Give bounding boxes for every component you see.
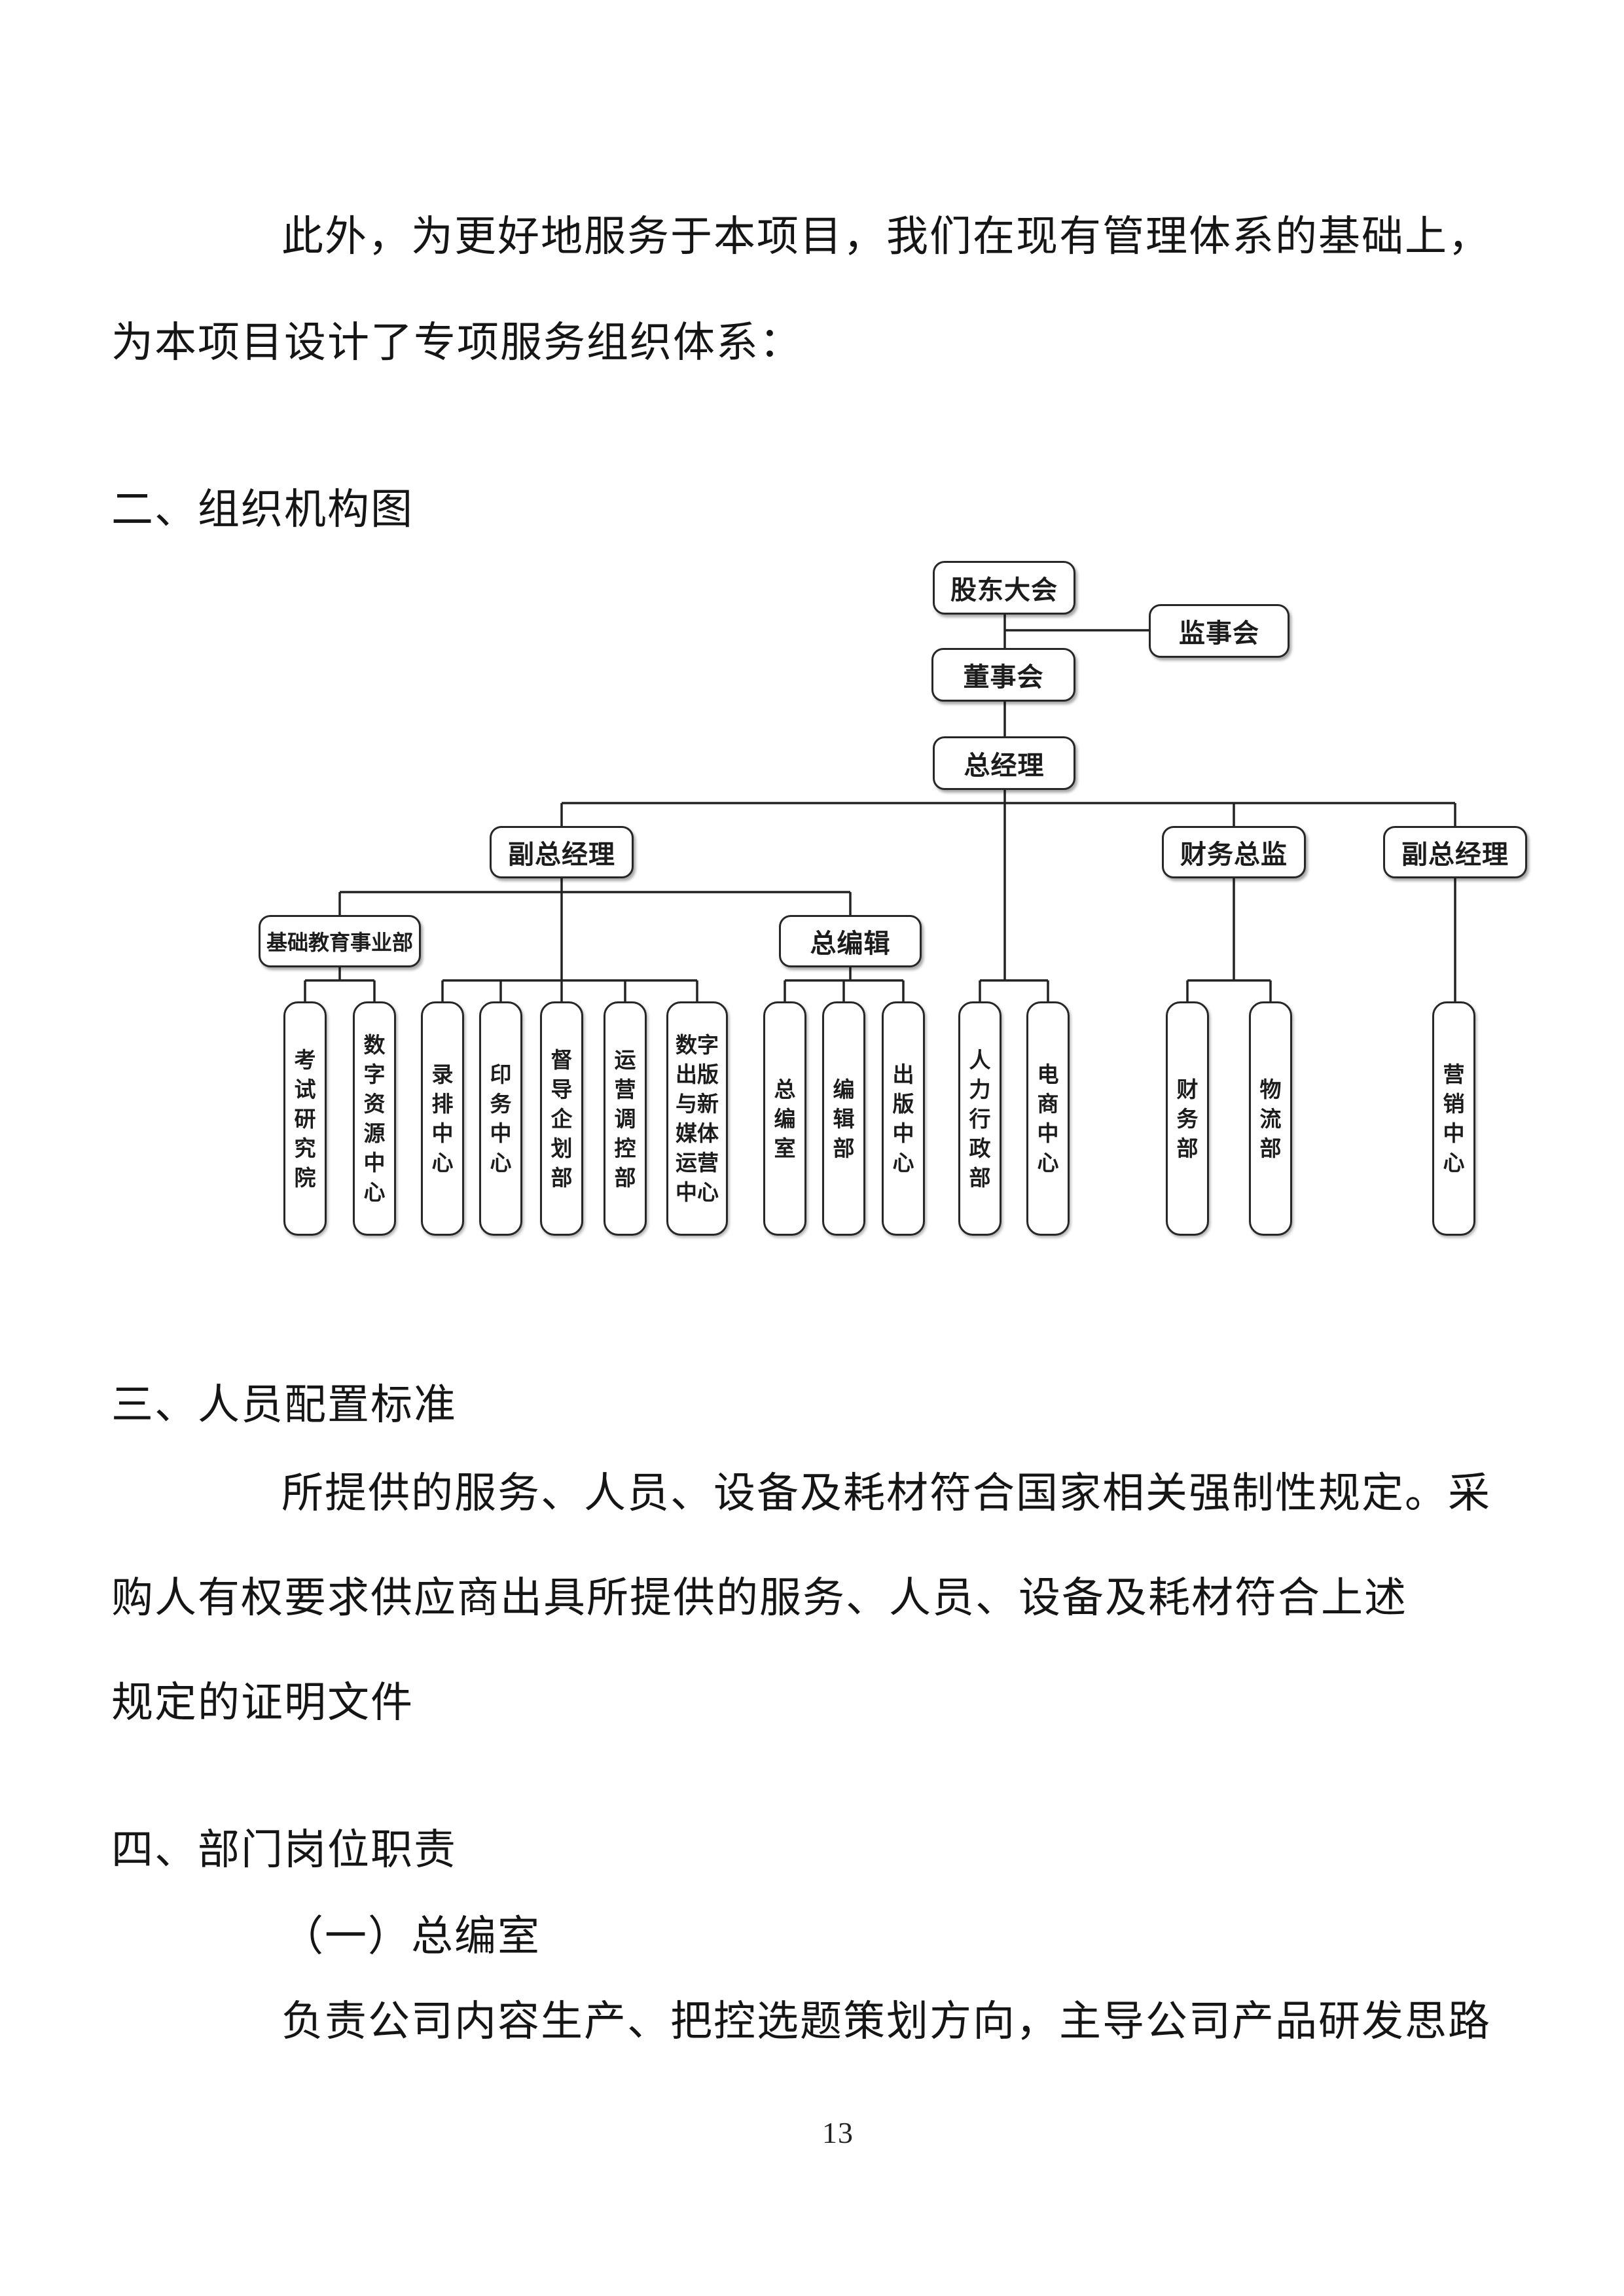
intro-line-1: 此外，为更好地服务于本项目，我们在现有管理体系的基础上， [281, 213, 1491, 260]
dept-label: 数字资源中心 [363, 1033, 386, 1204]
dept-label: 录排中心 [431, 1062, 454, 1175]
dept-label: 物流部 [1259, 1077, 1282, 1160]
dept-label: 总编室 [774, 1077, 796, 1160]
dept-label: 电商中心 [1037, 1062, 1059, 1175]
dept-label: 营销中心 [1443, 1062, 1465, 1175]
dept-label: 考试研究院 [294, 1047, 316, 1190]
staffing-body-line-2: 购人有权要求供应商出具所提供的服务、人员、设备及耗材符合上述 [111, 1575, 1407, 1621]
dept-box-operation-control-dept: 运营调控部 [604, 1001, 647, 1236]
basic-education-division-box: 基础教育事业部 [259, 915, 421, 967]
org-chart-connectors [304, 615, 1456, 1001]
section-4-heading: 四、部门岗位职责 [111, 1827, 457, 1873]
dept-box-marketing-center: 营销中心 [1432, 1001, 1475, 1236]
dept-box-printing-center: 印务中心 [479, 1001, 522, 1236]
dept-box-ecommerce-center: 电商中心 [1026, 1001, 1070, 1236]
dept-box-finance-dept: 财务部 [1166, 1001, 1209, 1236]
deputy-gm-left-box: 副总经理 [490, 826, 634, 878]
dept-box-digital-resource-center: 数字资源中心 [353, 1001, 396, 1236]
dept-box-editor-office: 总编室 [763, 1001, 806, 1236]
staffing-body-line-3: 规定的证明文件 [111, 1679, 414, 1726]
page-number: 13 [822, 2116, 854, 2149]
dept-box-hr-admin-dept: 人力行政部 [958, 1001, 1001, 1236]
dept-label: 人力行政部 [969, 1047, 991, 1190]
dept-label: 印务中心 [490, 1062, 512, 1175]
dept-box-supervision-planning-dept: 督导企划部 [540, 1001, 583, 1236]
staffing-body-line-1: 所提供的服务、人员、设备及耗材符合国家相关强制性规定。采 [281, 1470, 1491, 1516]
duties-body-line-1: 负责公司内容生产、把控选题策划方向，主导公司产品研发思路 [281, 1998, 1491, 2045]
dept-box-publishing-center: 出版中心 [882, 1001, 925, 1236]
dept-box-typesetting-center: 录排中心 [421, 1001, 464, 1236]
dept-label: 编辑部 [833, 1077, 855, 1160]
dept-label: 出版中心 [892, 1062, 914, 1175]
shareholders-meeting-box: 股东大会 [933, 561, 1075, 615]
deputy-gm-right-box: 副总经理 [1383, 826, 1527, 878]
general-manager-box: 总经理 [933, 736, 1075, 790]
editor-in-chief-box: 总编辑 [779, 915, 922, 967]
dept-label: 运营调控部 [614, 1047, 636, 1190]
dept-box-digital-publishing-new-media-center: 数字出版与新媒体运营中心 [666, 1001, 728, 1236]
dept-label: 财务部 [1176, 1077, 1199, 1160]
dept-label: 数字出版与新媒体运营中心 [676, 1033, 719, 1204]
finance-director-box: 财务总监 [1162, 826, 1306, 878]
section-3-heading: 三、人员配置标准 [111, 1382, 457, 1428]
dept-box-exam-research-institute: 考试研究院 [283, 1001, 327, 1236]
dept-box-logistics-dept: 物流部 [1249, 1001, 1292, 1236]
section-4-sub-heading: （一）总编室 [281, 1913, 541, 1960]
supervisory-board-box: 监事会 [1149, 604, 1290, 658]
dept-box-editorial-dept: 编辑部 [822, 1001, 865, 1236]
dept-label: 督导企划部 [550, 1047, 573, 1190]
board-of-directors-box: 董事会 [931, 648, 1075, 702]
section-2-heading: 二、组织机构图 [111, 486, 414, 533]
intro-line-2: 为本项目设计了专项服务组织体系： [111, 319, 803, 366]
